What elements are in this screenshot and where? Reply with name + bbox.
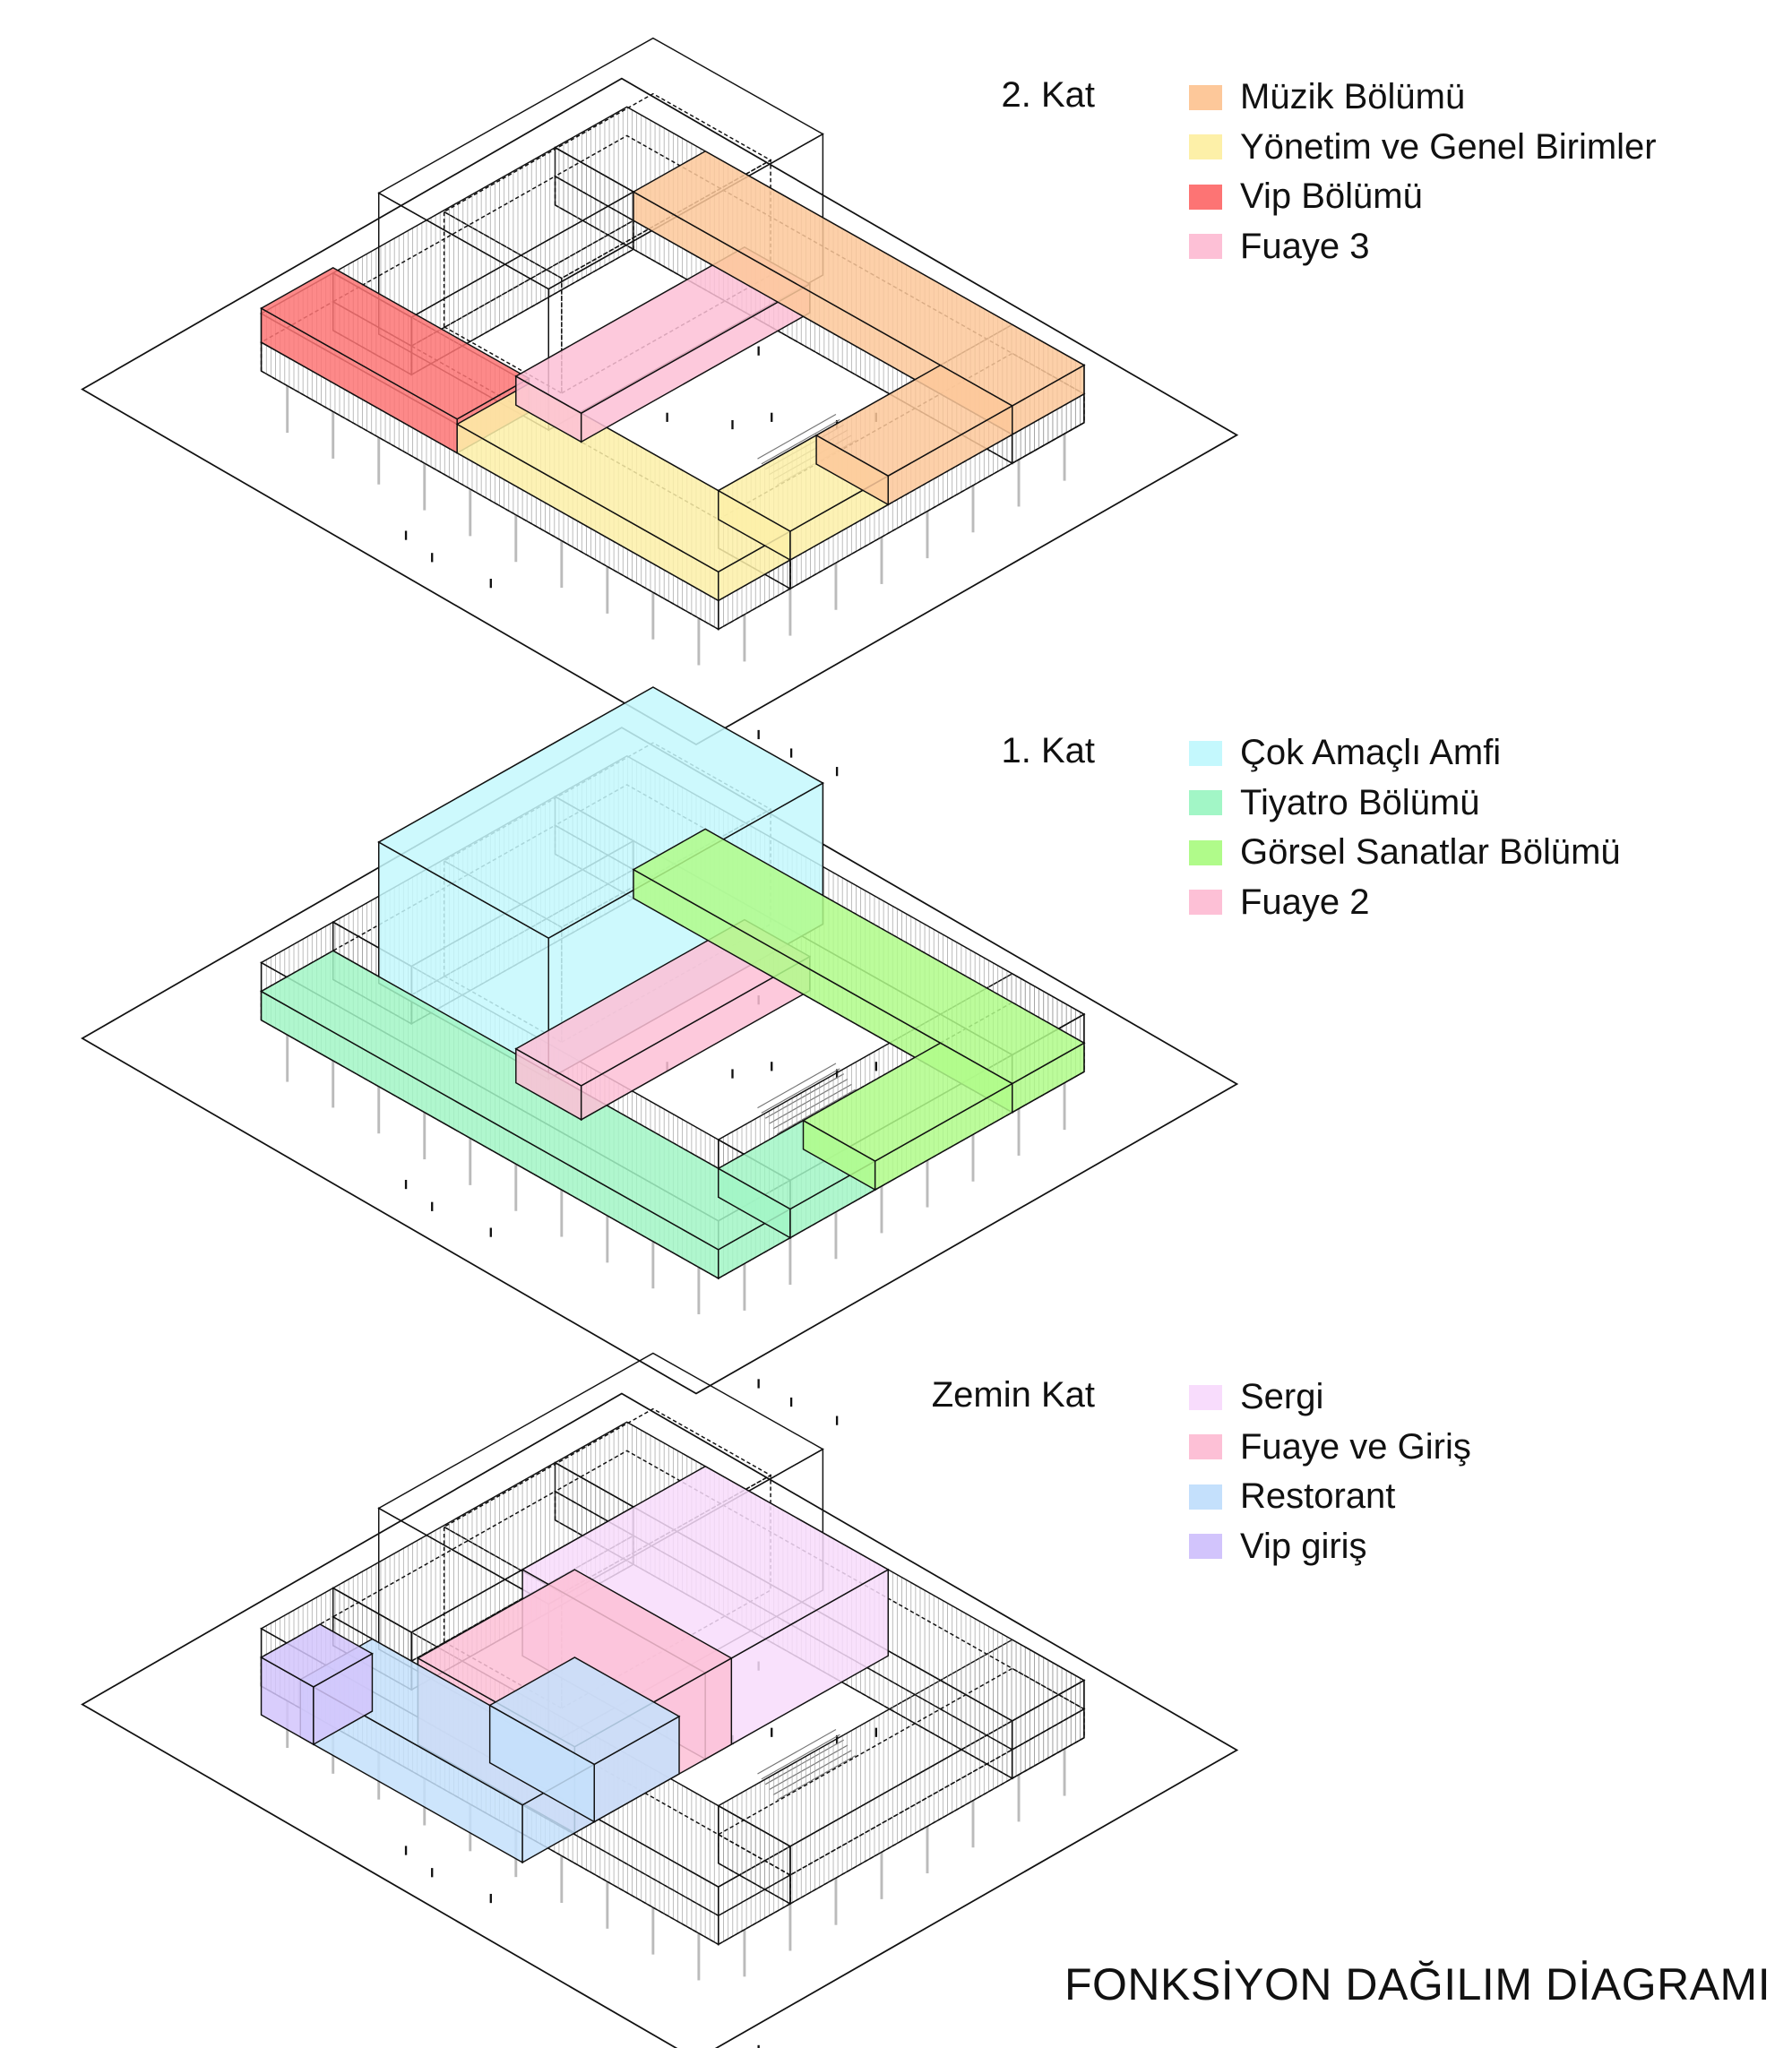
- color-swatch: [1189, 1534, 1222, 1560]
- legend-item: Sergi: [1189, 1373, 1471, 1423]
- site-plate: [81, 77, 1239, 746]
- floor-label-1-kat: 1. Kat: [1001, 731, 1095, 770]
- person-figure: [789, 1397, 793, 1407]
- floor-slab-outline-top: [554, 1450, 1086, 1751]
- gorsel-sanatlar-bolumu-zone-top: [632, 828, 1086, 1085]
- person-figure: [489, 1893, 492, 1904]
- auditorium-inner-outline-top: [443, 1407, 772, 1595]
- person-figure: [404, 530, 408, 540]
- legend-label: Görsel Sanatlar Bölümü: [1240, 832, 1621, 873]
- stair-line: [757, 414, 837, 460]
- legend-item: Fuaye ve Giriş: [1189, 1423, 1471, 1473]
- legend-item: Görsel Sanatlar Bölümü: [1189, 828, 1621, 878]
- color-swatch: [1189, 790, 1222, 816]
- person-figure: [771, 1062, 773, 1071]
- color-swatch: [1189, 1484, 1222, 1510]
- person-figure: [757, 346, 760, 356]
- legend-label: Fuaye 3: [1240, 226, 1370, 266]
- legend-item: Tiyatro Bölümü: [1189, 779, 1621, 829]
- person-figure: [431, 1868, 434, 1878]
- person-figure: [666, 412, 668, 422]
- person-figure: [431, 553, 434, 563]
- person-figure: [757, 2044, 760, 2048]
- legend-zemin-kat: Sergi Fuaye ve Giriş Restorant Vip giriş: [1189, 1373, 1471, 1571]
- person-figure: [489, 579, 492, 589]
- stair-line: [757, 1063, 837, 1109]
- color-swatch: [1189, 1384, 1222, 1410]
- person-figure: [771, 1727, 773, 1737]
- ground-floor-axonometric: [81, 1352, 1239, 2048]
- person-figure: [771, 412, 773, 422]
- restorant-zone-top: [488, 1656, 681, 1766]
- floor-label-2-kat: 2. Kat: [1001, 75, 1095, 115]
- cok-amacli-amfi-zone-top: [377, 686, 824, 939]
- vip-giris-zone-top: [260, 1623, 374, 1688]
- legend-label: Fuaye ve Giriş: [1240, 1426, 1471, 1467]
- color-swatch: [1189, 890, 1222, 916]
- person-figure: [731, 1069, 734, 1079]
- legend-item: Fuaye 3: [1189, 222, 1657, 272]
- auditorium-inner-outline-top: [443, 92, 772, 280]
- person-figure: [404, 1179, 408, 1190]
- legend-label: Sergi: [1240, 1377, 1324, 1417]
- auditorium-volume-top: [377, 1352, 824, 1605]
- legend-label: Çok Amaçlı Amfi: [1240, 733, 1502, 773]
- person-figure: [489, 1227, 492, 1237]
- color-swatch: [1189, 839, 1222, 865]
- person-figure: [835, 767, 839, 777]
- muzik-bolumu-zone-top: [814, 364, 1014, 478]
- diagram-title: FONKSİYON DAĞILIM DİAGRAMI: [1064, 1959, 1771, 2009]
- legend-label: Müzik Bölümü: [1240, 77, 1466, 117]
- legend-item: Restorant: [1189, 1472, 1471, 1522]
- legend-label: Yönetim ve Genel Birimler: [1240, 126, 1657, 167]
- legend-item: Yönetim ve Genel Birimler: [1189, 123, 1657, 173]
- legend-label: Vip Bölümü: [1240, 176, 1423, 217]
- legend-item: Müzik Bölümü: [1189, 73, 1657, 123]
- person-figure: [404, 1846, 408, 1855]
- gorsel-sanatlar-bolumu-zone-top: [802, 1042, 1014, 1162]
- legend-label: Tiyatro Bölümü: [1240, 782, 1480, 822]
- person-figure: [757, 729, 760, 740]
- person-figure: [835, 1416, 839, 1425]
- muzik-bolumu-zone-top: [632, 150, 1086, 407]
- color-swatch: [1189, 184, 1222, 210]
- stair-line: [761, 1734, 840, 1780]
- color-swatch: [1189, 134, 1222, 160]
- legend-item: Çok Amaçlı Amfi: [1189, 728, 1621, 779]
- person-figure: [789, 748, 793, 758]
- floor-slab-outline-side: [718, 1833, 791, 1906]
- legend-label: Fuaye 2: [1240, 882, 1370, 922]
- color-swatch: [1189, 740, 1222, 766]
- color-swatch: [1189, 1434, 1222, 1460]
- person-figure: [431, 1201, 434, 1211]
- person-figure: [757, 1379, 760, 1389]
- legend-label: Restorant: [1240, 1476, 1396, 1517]
- legend-2-kat: Müzik Bölümü Yönetim ve Genel Birimler V…: [1189, 73, 1657, 271]
- legend-item: Vip Bölümü: [1189, 172, 1657, 222]
- legend-label: Vip giriş: [1240, 1526, 1367, 1566]
- legend-item: Fuaye 2: [1189, 878, 1621, 928]
- floor-2-axonometric: [81, 37, 1239, 777]
- floor-1-axonometric: [81, 686, 1239, 1425]
- color-swatch: [1189, 234, 1222, 260]
- legend-1-kat: Çok Amaçlı Amfi Tiyatro Bölümü Görsel Sa…: [1189, 728, 1621, 927]
- stair-line: [761, 418, 840, 465]
- auditorium-volume-top: [377, 37, 824, 290]
- color-swatch: [1189, 84, 1222, 110]
- stair-line: [757, 1728, 837, 1775]
- legend-item: Vip giriş: [1189, 1522, 1471, 1572]
- person-figure: [731, 419, 734, 430]
- stair-line: [761, 1068, 840, 1114]
- floor-label-zemin-kat: Zemin Kat: [931, 1375, 1095, 1415]
